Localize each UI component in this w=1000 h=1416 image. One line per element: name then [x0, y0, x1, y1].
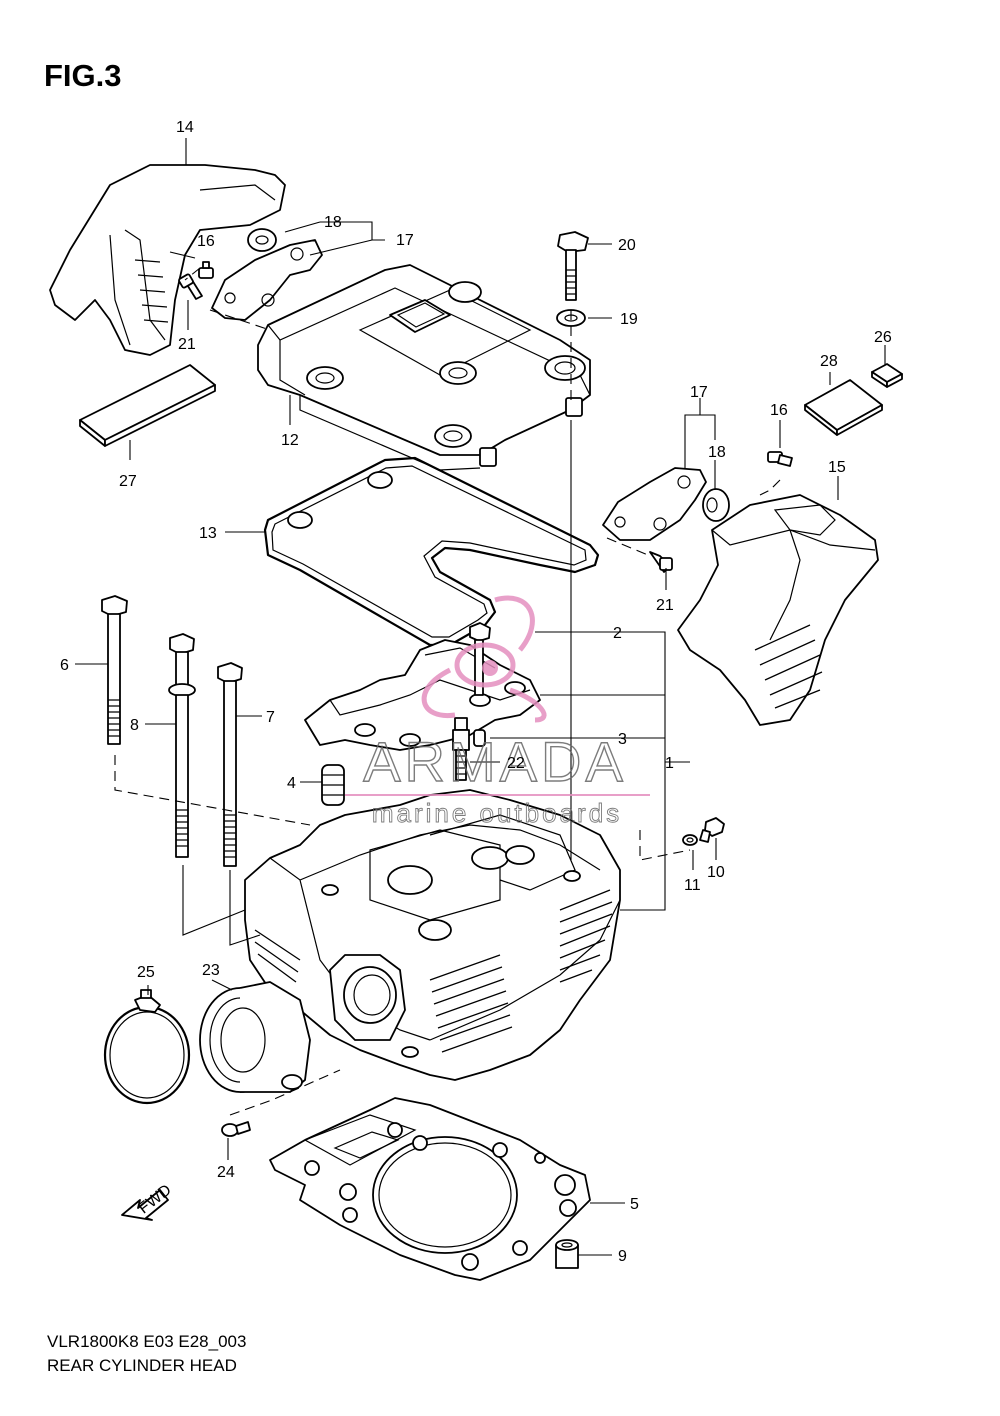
part-14-left-cover: [49, 164, 286, 356]
part-22-spark-plug: [452, 717, 470, 781]
fwd-label: FWD: [136, 1182, 175, 1218]
part-4-dowel: [321, 764, 345, 806]
callout-21-left: 21: [178, 336, 196, 353]
watermark-tagline: marine outboards: [372, 798, 622, 828]
callout-2: 2: [613, 625, 622, 642]
part-1-cylinder-head: [244, 789, 621, 1081]
part-26-pad: [871, 363, 903, 388]
part-8-long-bolt: [168, 633, 196, 858]
part-20-cover-bolt: [557, 231, 589, 301]
callout-18-right: 18: [708, 444, 726, 461]
callout-6: 6: [60, 657, 69, 674]
callout-10: 10: [707, 864, 725, 881]
callout-12: 12: [281, 432, 299, 449]
part-28-pad: [804, 379, 883, 436]
callout-24: 24: [217, 1164, 235, 1181]
part-18-left-damper: [247, 228, 277, 252]
part-16-left-grommet: [198, 261, 214, 279]
part-17-right-bracket: [602, 467, 707, 541]
callout-20: 20: [618, 237, 636, 254]
callout-13: 13: [199, 525, 217, 542]
part-5-head-gasket: [269, 1097, 591, 1281]
callout-21-right: 21: [656, 597, 674, 614]
part-6-long-bolt: [101, 595, 128, 745]
callout-19: 19: [620, 311, 638, 328]
callout-16-right: 16: [770, 402, 788, 419]
figure-title: FIG.3: [44, 58, 122, 93]
callout-4: 4: [287, 775, 296, 792]
part-21-right-bolt: [649, 551, 673, 573]
diagram-caption: REAR CYLINDER HEAD: [47, 1356, 237, 1375]
callout-22: 22: [507, 755, 525, 772]
callout-3: 3: [618, 731, 627, 748]
part-10-bolt: [699, 817, 725, 843]
part-11-washer: [682, 834, 698, 846]
callout-23: 23: [202, 962, 220, 979]
part-15-right-cover: [677, 494, 879, 726]
part-21-left-bolt: [178, 273, 203, 300]
callout-labels: 1 2 3 4 5 6 7 8 9 10 11 12 13 14 15 16 1…: [60, 119, 892, 1265]
callout-5: 5: [630, 1196, 639, 1213]
part-9-dowel: [555, 1239, 579, 1269]
leader-lines: [75, 138, 886, 1256]
part-13-cover-gasket: [263, 456, 600, 647]
part-3-dowel: [473, 729, 486, 747]
part-16-right-grommet: [767, 451, 793, 467]
part-18-right-damper: [702, 488, 730, 522]
callout-8: 8: [130, 717, 139, 734]
part-17-left-bracket: [211, 239, 323, 321]
part-25-clamp: [103, 989, 191, 1105]
part-7-long-bolt: [217, 662, 243, 867]
footer: VLR1800K8 E03 E28_003 REAR CYLINDER HEAD: [47, 1330, 246, 1378]
watermark-brand: ARMADA: [363, 730, 627, 793]
callout-16-left: 16: [197, 233, 215, 250]
callout-7: 7: [266, 709, 275, 726]
part-12-head-cover: [257, 264, 591, 471]
callout-25: 25: [137, 964, 155, 981]
callout-26: 26: [874, 329, 892, 346]
callout-27: 27: [119, 473, 137, 490]
armada-watermark: ARMADA marine outboards: [345, 595, 650, 828]
callout-1: 1: [665, 755, 674, 772]
callout-28: 28: [820, 353, 838, 370]
callout-17-right: 17: [690, 384, 708, 401]
callout-9: 9: [618, 1248, 627, 1265]
callout-18-left: 18: [324, 214, 342, 231]
part-27-pad: [79, 364, 216, 447]
callout-11: 11: [684, 877, 701, 894]
callout-15: 15: [828, 459, 846, 476]
callout-14: 14: [176, 119, 194, 136]
propeller-logo-icon: [421, 595, 547, 723]
fwd-arrow-icon: FWD: [121, 1182, 175, 1221]
callout-17-left: 17: [396, 232, 414, 249]
part-23-intake-pipe: [199, 981, 311, 1093]
part-24-screw: [221, 1121, 251, 1137]
diagram-code: VLR1800K8 E03 E28_003: [47, 1332, 247, 1351]
assembly-lines: [114, 267, 781, 1116]
